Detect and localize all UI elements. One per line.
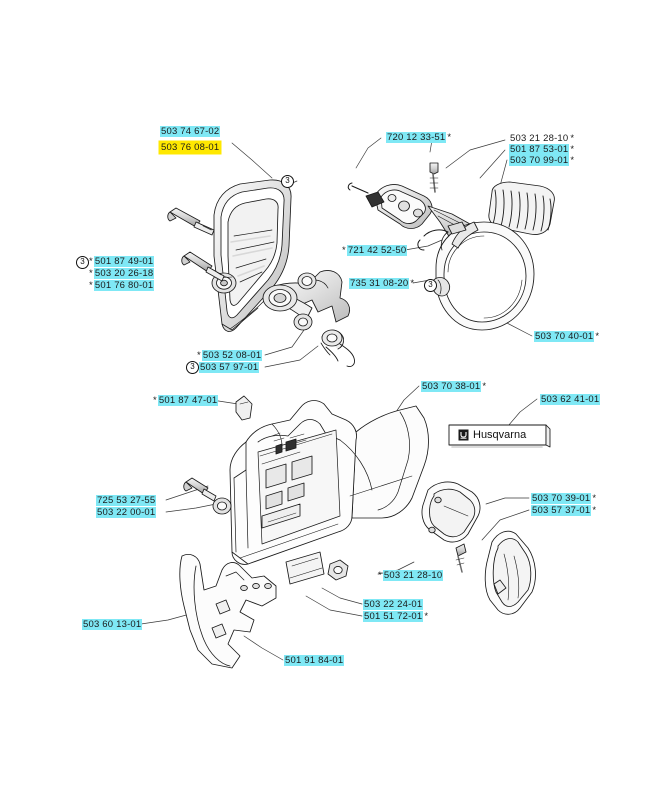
item-marker-3-a: 3 xyxy=(281,175,294,188)
label-503-70-99-01[interactable]: 503 70 99-01* xyxy=(509,155,575,166)
label-721-42-52-50[interactable]: *721 42 52-50 xyxy=(342,245,408,256)
label-503-62-41-01[interactable]: 503 62 41-01 xyxy=(540,394,601,405)
label-501-87-49-01[interactable]: *501 87 49-01 xyxy=(89,256,155,267)
front-hand-guard xyxy=(179,554,277,669)
rubber-pad xyxy=(285,551,325,585)
brake-handle-assembly xyxy=(213,179,292,332)
screw-set-left xyxy=(183,477,232,515)
side-cover-plate xyxy=(421,481,481,543)
bolt-lower xyxy=(181,251,225,282)
label-503-21-28-10-bottom[interactable]: *503 21 28-10 xyxy=(378,570,444,581)
bushing xyxy=(293,313,313,331)
label-503-57-37-01[interactable]: 503 57 37-01* xyxy=(531,505,597,516)
label-503-70-40-01[interactable]: 503 70 40-01* xyxy=(534,331,600,342)
label-503-22-24-01[interactable]: 503 22 24-01 xyxy=(363,599,424,610)
bolt-upper xyxy=(167,207,215,236)
label-503-20-26-18[interactable]: *503 20 26-18 xyxy=(89,268,155,279)
husqvarna-logo-icon xyxy=(458,429,469,444)
brand-badge-plate xyxy=(448,424,551,448)
label-503-76-08-01-highlighted[interactable]: 503 76 08-01 xyxy=(160,142,221,153)
nut-center xyxy=(327,559,349,581)
screw-right xyxy=(455,543,467,573)
item-marker-3-d: 3 xyxy=(186,361,199,374)
husqvarna-crown-icon xyxy=(458,429,469,441)
item-marker-3-b: 3 xyxy=(76,256,89,269)
bar-cover-plate xyxy=(484,530,536,615)
clutch-cover-body xyxy=(229,400,429,565)
label-503-22-00-01[interactable]: 503 22 00-01 xyxy=(96,507,157,518)
label-720-12-33-51[interactable]: 720 12 33-51* xyxy=(386,132,452,143)
brand-badge-text: Husqvarna xyxy=(473,429,527,441)
label-725-53-27-55[interactable]: 725 53 27-55 xyxy=(96,495,157,506)
label-735-31-08-20[interactable]: 735 31 08-20* xyxy=(349,278,415,289)
label-501-87-53-01[interactable]: 501 87 53-01* xyxy=(509,144,575,155)
brake-bracket xyxy=(262,270,350,323)
label-503-57-97-01[interactable]: 503 57 97-01 xyxy=(199,362,260,373)
label-501-91-84-01[interactable]: 501 91 84-01 xyxy=(284,655,345,666)
torsion-spring xyxy=(320,329,355,367)
label-503-21-28-10-top[interactable]: 503 21 28-10* xyxy=(510,133,575,144)
label-503-70-38-01[interactable]: 503 70 38-01* xyxy=(421,381,487,392)
coil-spring xyxy=(488,181,555,235)
item-marker-3-c: 3 xyxy=(424,279,437,292)
chain-catcher-small xyxy=(235,395,253,421)
label-503-74-67-02[interactable]: 503 74 67-02 xyxy=(160,126,221,137)
label-503-52-08-01[interactable]: *503 52 08-01 xyxy=(197,350,263,361)
label-503-70-39-01[interactable]: 503 70 39-01* xyxy=(531,493,597,504)
label-501-76-80-01[interactable]: *501 76 80-01 xyxy=(89,280,155,291)
label-503-60-13-01[interactable]: 503 60 13-01 xyxy=(82,619,143,630)
label-501-51-72-01[interactable]: 501 51 72-01* xyxy=(363,611,429,622)
brake-band xyxy=(417,221,535,331)
label-501-87-47-01[interactable]: *501 87 47-01 xyxy=(153,395,219,406)
